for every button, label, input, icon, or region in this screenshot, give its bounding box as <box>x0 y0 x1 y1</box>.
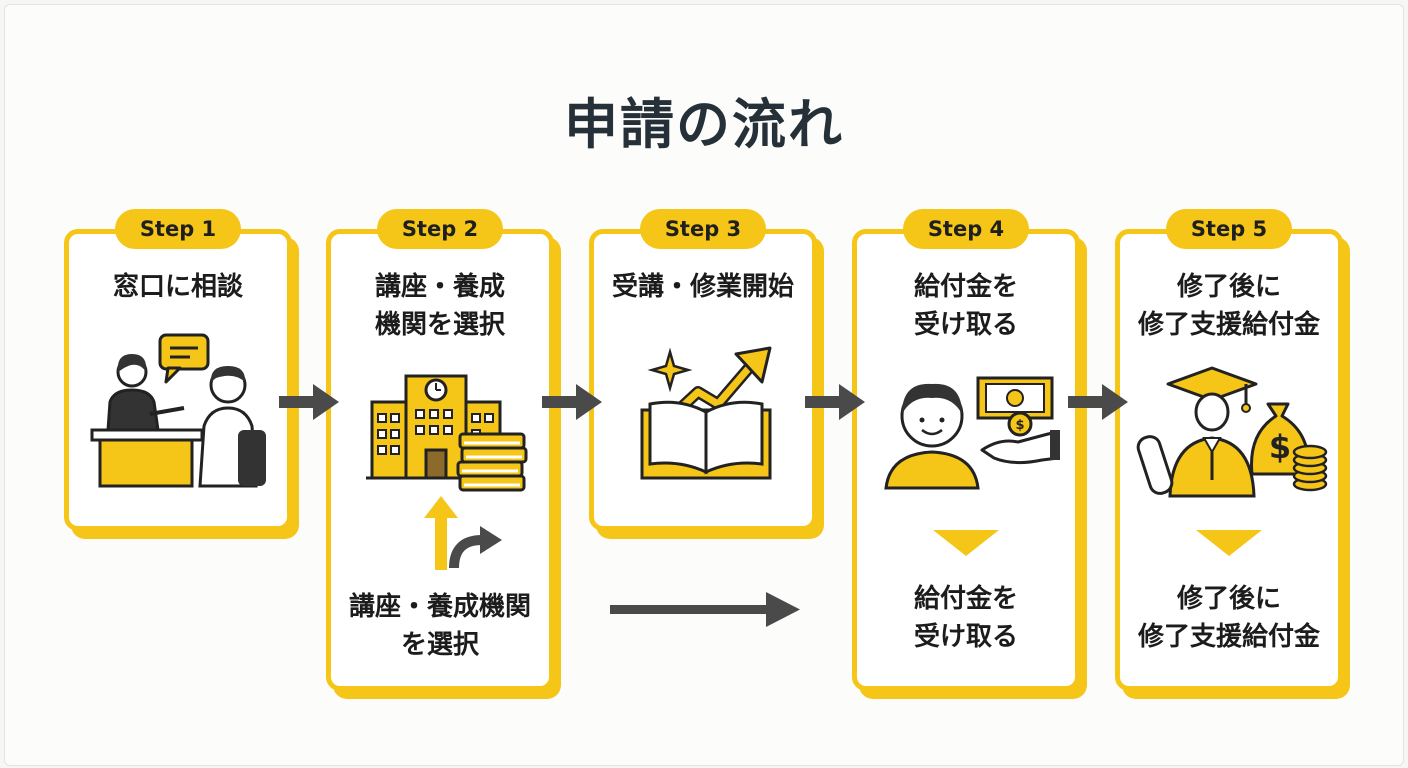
graduate-money-icon: $ <box>1136 366 1328 498</box>
step-5-label-line2: 修了支援給付金 <box>1137 310 1320 340</box>
step-4-sub-line2: 受け取る <box>913 622 1018 652</box>
step-1-badge: Step 1 <box>115 209 241 249</box>
down-triangle-icon <box>933 530 999 556</box>
step-4-label: 給付金を 受け取る <box>852 268 1080 344</box>
step-2-sub-line2: を選択 <box>400 630 479 660</box>
arrow-right-icon <box>279 384 339 420</box>
step-2-sub-line1: 講座・養成機関 <box>348 592 531 622</box>
arrow-right-icon <box>1068 384 1128 420</box>
arrow-right-icon <box>805 384 865 420</box>
svg-text:$: $ <box>1015 418 1024 433</box>
step-4-sub-label: 給付金を 受け取る <box>852 580 1080 656</box>
page-title: 申請の流れ <box>564 93 844 156</box>
step-4-label-line1: 給付金を <box>913 272 1018 302</box>
step-5-sub-line2: 修了支援給付金 <box>1137 622 1320 652</box>
step-3-badge: Step 3 <box>640 209 766 249</box>
step-3-card <box>589 229 817 531</box>
open-book-growth-icon <box>640 346 772 480</box>
step-5-label-line1: 修了後に <box>1176 272 1281 302</box>
down-triangle-icon <box>1196 530 1262 556</box>
consultation-icon <box>90 333 266 488</box>
step-2-label: 講座・養成 機関を選択 <box>326 268 554 344</box>
step-5-badge: Step 5 <box>1166 209 1292 249</box>
arrow-right-icon <box>542 384 602 420</box>
step-5-sub-label: 修了後に 修了支援給付金 <box>1115 580 1343 656</box>
step-1-label: 窓口に相談 <box>112 272 243 302</box>
long-arrow-right-icon <box>610 592 800 627</box>
step-4-sub-line1: 給付金を <box>913 584 1018 614</box>
curved-arrow-icon <box>449 526 502 569</box>
step-2-label-line2: 機関を選択 <box>374 310 505 340</box>
step-4-badge: Step 4 <box>903 209 1029 249</box>
step-2-sub-label: 講座・養成機関 を選択 <box>326 588 554 664</box>
step-2-badge: Step 2 <box>377 209 503 249</box>
svg-text:$: $ <box>1269 428 1291 466</box>
step-5-label: 修了後に 修了支援給付金 <box>1115 268 1343 344</box>
school-books-icon <box>366 374 528 492</box>
receive-money-icon: $ <box>884 376 1060 490</box>
step-4-label-line2: 受け取る <box>913 310 1018 340</box>
up-arrow-icon <box>424 496 458 570</box>
step-5-sub-line1: 修了後に <box>1176 584 1281 614</box>
step-2-label-line1: 講座・養成 <box>374 272 505 302</box>
step-3-label: 受講・修業開始 <box>611 272 794 302</box>
